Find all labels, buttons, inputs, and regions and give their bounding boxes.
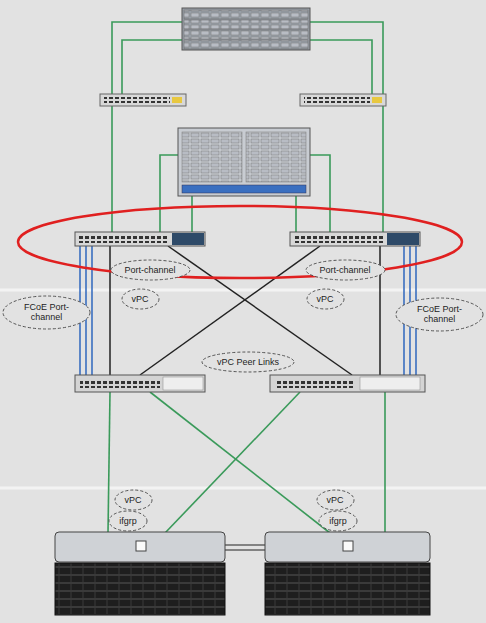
blade-chassis xyxy=(178,128,310,196)
label-wrap: vPC xyxy=(316,294,333,304)
label-wrap: ifgrp xyxy=(329,516,347,526)
ellipse-outline xyxy=(111,260,190,280)
storage-cables xyxy=(108,392,385,533)
band-line xyxy=(0,487,486,490)
fabric-interconnect xyxy=(75,232,420,246)
vpc-cables xyxy=(110,246,380,375)
ellipse-outline xyxy=(317,490,354,510)
label-wrap: FCoE Port-channel xyxy=(18,302,76,323)
annotation-ellipse: vPC xyxy=(121,288,160,310)
rack-servers xyxy=(182,8,310,50)
nexus-switch xyxy=(75,375,425,392)
annotation-ellipse: vPC xyxy=(316,489,355,511)
highlight-ellipse xyxy=(18,206,462,278)
label-wrap: FCoE Port-channel xyxy=(411,304,469,325)
annotation-label: FCoE Port-channel xyxy=(18,302,76,323)
green-cables xyxy=(112,22,383,232)
label-wrap: vPC xyxy=(131,294,148,304)
annotation-ellipse: ifgrp xyxy=(108,510,148,532)
annotation-ellipse: Port-channel xyxy=(110,259,191,281)
ellipse-outline xyxy=(122,289,159,309)
label-wrap: ifgrp xyxy=(119,516,137,526)
annotation-label: vPC xyxy=(131,294,148,304)
annotation-ellipse: ifgrp xyxy=(318,510,358,532)
annotation-label: ifgrp xyxy=(119,516,137,526)
annotation-label: FCoE Port-channel xyxy=(411,304,469,325)
label-wrap: vPC Peer Links xyxy=(217,357,279,367)
ellipse-outline xyxy=(396,298,483,331)
annotation-ellipse: vPC xyxy=(306,288,345,310)
band-line xyxy=(0,289,486,292)
annotation-ellipse: FCoE Port-channel xyxy=(395,297,484,332)
label-wrap: Port-channel xyxy=(319,265,370,275)
ellipse-outline xyxy=(202,352,294,372)
annotation-label: ifgrp xyxy=(329,516,347,526)
annotation-label: Port-channel xyxy=(124,265,175,275)
fabric-extender xyxy=(100,94,386,106)
ellipse-outline xyxy=(319,511,357,531)
annotation-label: vPC Peer Links xyxy=(217,357,279,367)
ellipse-outline xyxy=(3,296,90,329)
fcoe-cables xyxy=(80,246,416,375)
annotation-label: vPC xyxy=(326,495,343,505)
storage-array xyxy=(55,532,430,615)
annotation-ellipse: vPC Peer Links xyxy=(201,351,295,373)
label-wrap: vPC xyxy=(326,495,343,505)
annotation-label: vPC xyxy=(316,294,333,304)
ellipse-outline xyxy=(115,490,152,510)
label-wrap: vPC xyxy=(124,495,141,505)
annotation-label: vPC xyxy=(124,495,141,505)
ellipse-outline xyxy=(306,260,385,280)
annotation-ellipse: vPC xyxy=(114,489,153,511)
annotation-ellipse: FCoE Port-channel xyxy=(2,295,91,330)
annotation-ellipse: Port-channel xyxy=(305,259,386,281)
annotation-label: Port-channel xyxy=(319,265,370,275)
ellipse-outline xyxy=(307,289,344,309)
ellipse-outline xyxy=(109,511,147,531)
label-wrap: Port-channel xyxy=(124,265,175,275)
